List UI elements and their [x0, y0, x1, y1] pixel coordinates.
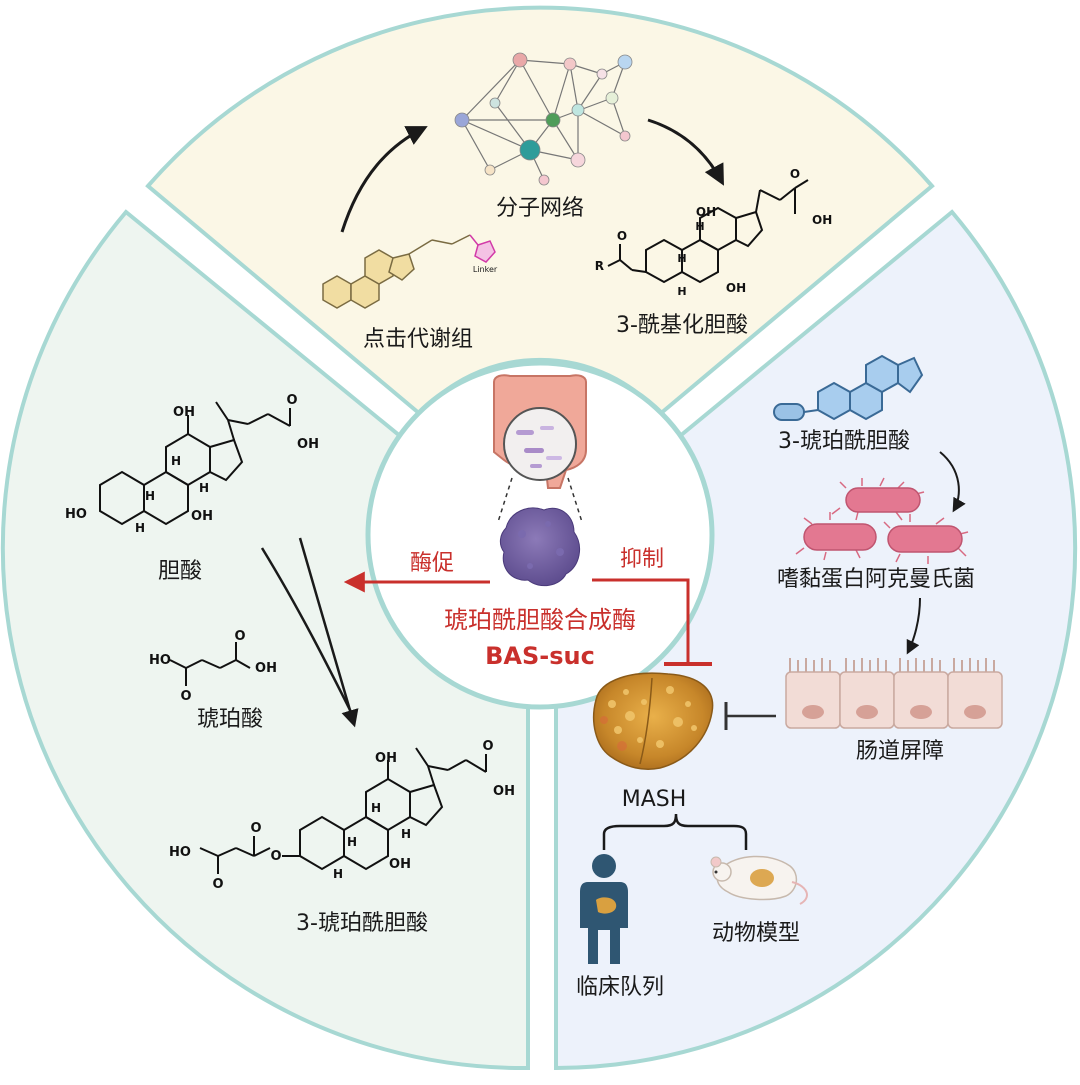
- ca-h-5: H: [135, 521, 145, 535]
- sc-h-5: H: [333, 867, 343, 881]
- sa-o-bottom: O: [180, 689, 191, 704]
- bacteria-cluster: [795, 477, 969, 564]
- sc-o-acid: O: [482, 739, 493, 754]
- enzyme-blob: [499, 507, 581, 587]
- acyl-bile-acid-structure: [607, 179, 809, 284]
- reaction-arrow-right: [298, 537, 359, 728]
- liver-illustration: [592, 672, 714, 770]
- disease-label: MASH: [622, 787, 687, 812]
- sc-o-ester: O: [270, 849, 281, 864]
- promote-label: 酶促: [410, 551, 454, 576]
- sector-top: [145, 5, 935, 417]
- left-product-label: 3-琥珀酰胆酸: [296, 911, 428, 936]
- acyl-o-ester: O: [617, 229, 627, 243]
- sc-oh-7: OH: [389, 857, 411, 872]
- right-product-label: 3-琥珀酰胆酸: [778, 429, 910, 454]
- acyl-oh-7: OH: [726, 281, 746, 295]
- succinyl-icon: [773, 354, 924, 421]
- curved-arrow-up: [340, 126, 428, 233]
- ca-h-9: H: [145, 489, 155, 503]
- enzyme-label: 琥珀酰胆酸合成酶: [444, 606, 636, 634]
- sa-ho: HO: [149, 653, 171, 668]
- ca-oh-12: OH: [173, 405, 195, 420]
- network-nodes: [454, 52, 633, 186]
- arrow-to-bacteria: [939, 451, 966, 513]
- curly-brace: [602, 813, 748, 850]
- sc-o-carbonyl: O: [250, 821, 261, 836]
- human-figure-icon: [580, 854, 628, 964]
- succinyl-cholic-structure: [199, 747, 487, 874]
- sc-ho: HO: [169, 845, 191, 860]
- succinic-acid-label: 琥珀酸: [197, 707, 263, 732]
- clinical-label: 临床队列: [576, 975, 664, 1000]
- acyl-bile-acid-label: 3-酰基化胆酸: [616, 313, 748, 338]
- sc-h-8: H: [371, 801, 381, 815]
- acyl-oh-acid: OH: [812, 213, 832, 227]
- sc-h-14: H: [401, 827, 411, 841]
- linker-text: Linker: [473, 265, 498, 274]
- sa-oh: OH: [255, 661, 277, 676]
- probe-steroid: [322, 234, 471, 309]
- ca-ho-3: HO: [65, 507, 87, 522]
- reaction-arrow-left: [260, 547, 357, 721]
- ca-h-14: H: [199, 481, 209, 495]
- arrow-to-barrier: [906, 597, 921, 655]
- sc-oh-12: OH: [375, 751, 397, 766]
- gut-magnifier: [503, 407, 577, 481]
- curved-arrow-down: [647, 118, 724, 186]
- linker-group: [469, 234, 496, 263]
- gut-barrier-cells: [785, 658, 1003, 729]
- ca-o-acid: O: [286, 393, 297, 408]
- inhibit-label: 抑制: [620, 547, 664, 572]
- sa-o-top: O: [234, 629, 245, 644]
- ca-oh-acid: OH: [297, 437, 319, 452]
- mouse-icon: [710, 855, 808, 905]
- acyl-oh-top: OH: [696, 205, 716, 219]
- sc-oh-acid: OH: [493, 784, 515, 799]
- ca-oh-7: OH: [191, 509, 213, 524]
- barrier-label: 肠道屏障: [856, 739, 944, 764]
- cholic-acid-label: 胆酸: [158, 559, 202, 584]
- acyl-o-acid: O: [790, 167, 800, 181]
- sc-h-9: H: [347, 835, 357, 849]
- click-metabolomics-label: 点击代谢组: [363, 327, 473, 352]
- acyl-h-3: H: [677, 285, 686, 298]
- ca-h-8: H: [171, 454, 181, 468]
- acyl-h-1: H: [695, 220, 704, 233]
- animal-label: 动物模型: [712, 921, 800, 946]
- acyl-h-2: H: [677, 252, 686, 265]
- acyl-r-group: R: [595, 259, 604, 273]
- sc-o-bottom: O: [212, 877, 223, 892]
- enzyme-code: BAS-suc: [485, 642, 595, 670]
- succinic-acid-structure: [169, 642, 251, 686]
- inhibit-line: [592, 578, 690, 662]
- cholic-acid-structure: [99, 401, 291, 526]
- network-label: 分子网络: [496, 196, 584, 221]
- bacteria-label: 嗜黏蛋白阿克曼氏菌: [777, 567, 975, 592]
